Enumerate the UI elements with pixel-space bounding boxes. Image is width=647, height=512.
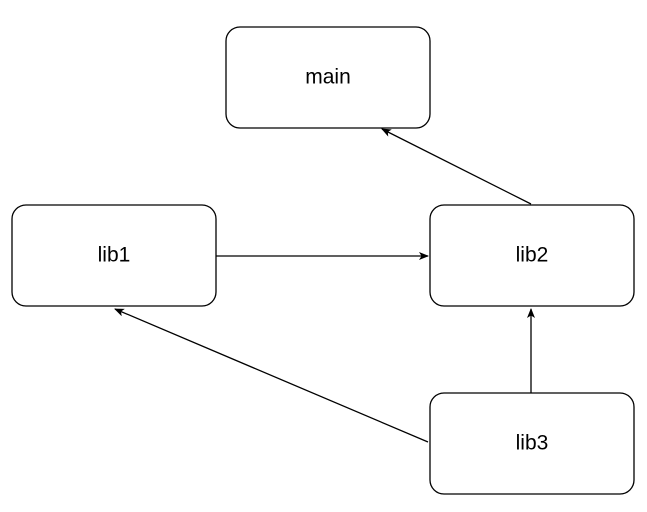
node-lib3[interactable]: lib3 — [429, 392, 635, 495]
node-lib2-box — [429, 204, 635, 307]
edge-lib3-to-lib1 — [114, 308, 429, 443]
node-main[interactable]: main — [225, 26, 431, 129]
node-lib2[interactable]: lib2 — [429, 204, 635, 307]
node-lib1-label: lib1 — [98, 244, 131, 267]
node-main-box — [225, 26, 431, 129]
node-lib2-label: lib2 — [516, 244, 549, 267]
node-lib3-box — [429, 392, 635, 495]
node-lib1-box — [11, 204, 217, 307]
node-lib3-label: lib3 — [516, 432, 549, 455]
node-lib1[interactable]: lib1 — [11, 204, 217, 307]
node-main-label: main — [305, 66, 351, 89]
edge-lib2-to-main — [381, 128, 532, 205]
